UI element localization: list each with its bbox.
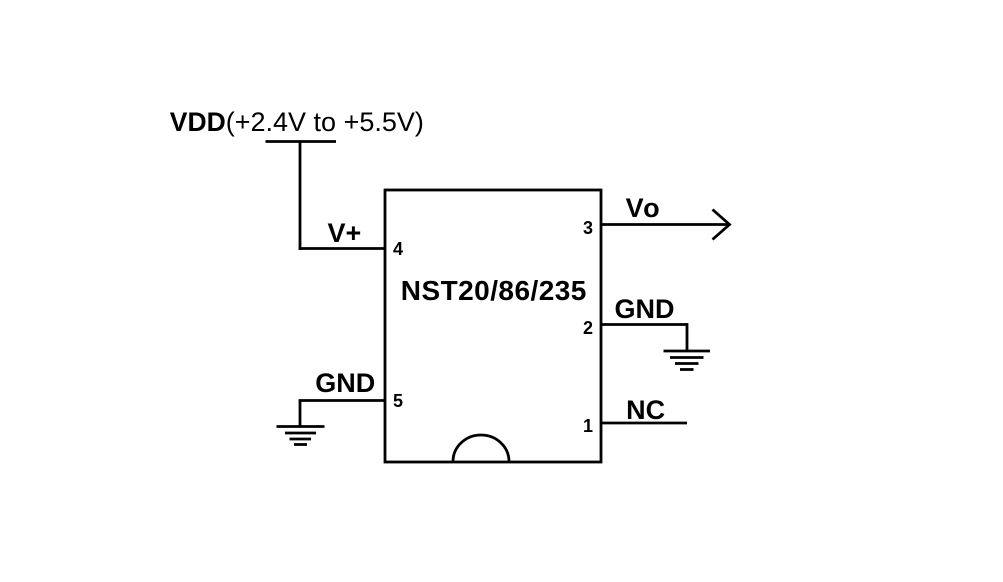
svg-text:NST20/86/235: NST20/86/235: [401, 275, 587, 306]
svg-text:5: 5: [393, 391, 403, 411]
svg-text:NC: NC: [626, 395, 665, 425]
svg-text:3: 3: [583, 218, 593, 238]
svg-text:4: 4: [393, 239, 403, 259]
svg-text:Vo: Vo: [626, 193, 662, 223]
svg-text:V+: V+: [328, 218, 362, 248]
svg-text:GND: GND: [315, 368, 375, 398]
svg-text:2: 2: [583, 318, 593, 338]
svg-text:GND: GND: [615, 294, 675, 324]
svg-text:VDD(+2.4V to +5.5V): VDD(+2.4V to +5.5V): [170, 107, 424, 137]
svg-text:1: 1: [583, 416, 593, 436]
